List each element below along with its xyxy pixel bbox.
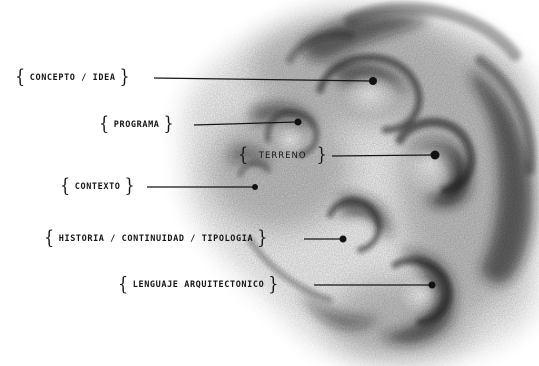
- target-dot-contexto: [252, 184, 258, 190]
- label-text: PROGRAMA: [110, 118, 164, 132]
- label-text: LENGUAJE ARQUITECTONICO: [129, 278, 269, 292]
- close-brace: }: [120, 69, 131, 85]
- label-text: CONCEPTO / IDEA: [26, 71, 120, 85]
- label-contexto: {CONTEXTO}: [60, 180, 135, 194]
- target-dot-programa: [295, 119, 302, 126]
- label-text: TERRENO: [249, 149, 317, 163]
- label-terreno: {TERRENO}: [238, 149, 327, 163]
- close-brace: }: [317, 147, 328, 163]
- target-dot-historia: [340, 236, 347, 243]
- label-historia: {HISTORIA / CONTINUIDAD / TIPOLOGIA}: [44, 232, 268, 246]
- target-dot-terreno: [431, 151, 440, 160]
- close-brace: }: [268, 276, 279, 292]
- close-brace: }: [125, 178, 136, 194]
- open-brace: {: [60, 178, 71, 194]
- close-brace: }: [257, 230, 268, 246]
- open-brace: {: [44, 230, 55, 246]
- label-text: CONTEXTO: [71, 180, 125, 194]
- open-brace: {: [15, 69, 26, 85]
- close-brace: }: [164, 116, 175, 132]
- open-brace: {: [118, 276, 129, 292]
- open-brace: {: [238, 147, 249, 163]
- label-concepto-idea: {CONCEPTO / IDEA}: [15, 71, 130, 85]
- label-lenguaje: {LENGUAJE ARQUITECTONICO}: [118, 278, 279, 292]
- label-programa: {PROGRAMA}: [99, 118, 174, 132]
- open-brace: {: [99, 116, 110, 132]
- target-dot-concepto-idea: [369, 77, 377, 85]
- label-text: HISTORIA / CONTINUIDAD / TIPOLOGIA: [55, 232, 257, 246]
- target-dot-lenguaje: [429, 282, 436, 289]
